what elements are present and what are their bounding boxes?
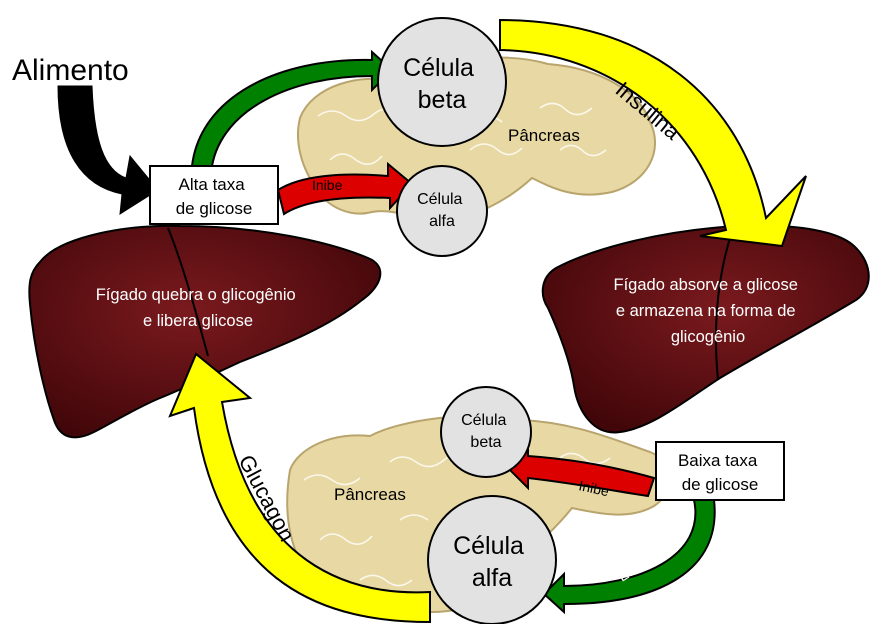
pancreas-top-label: Pâncreas bbox=[508, 126, 580, 145]
alpha-cell-top: Célula alfa bbox=[396, 165, 488, 257]
beta-cell-bottom: Célula beta bbox=[440, 386, 532, 478]
beta-cell-top: Célula beta bbox=[377, 17, 507, 147]
high-glucose-text: Alta taxa de glicose bbox=[176, 175, 253, 218]
low-glucose-text: Baixa taxa de glicose bbox=[678, 451, 762, 494]
food-label: Alimento bbox=[12, 54, 129, 87]
low-glucose-box: Baixa taxa de glicose bbox=[655, 441, 785, 501]
svg-text:Célula alfa: Célula alfa bbox=[417, 191, 467, 230]
liver-left-text: Fígado quebra o glicogênio e libera glic… bbox=[96, 286, 301, 330]
high-glucose-box: Alta taxa de glicose bbox=[149, 165, 279, 225]
liver-right: Fígado absorve a glicose e armazena na f… bbox=[541, 224, 870, 434]
svg-text:Célula alfa: Célula alfa bbox=[453, 532, 531, 592]
svg-text:Célula beta: Célula beta bbox=[461, 412, 511, 451]
stimulate-arrow-bottom: Estimula bbox=[542, 499, 716, 615]
inhibit-top-label: Inibe bbox=[312, 177, 343, 193]
liver-right-text: Fígado absorve a glicose e armazena na f… bbox=[614, 276, 803, 346]
inhibit-bottom-label: Inibe bbox=[577, 477, 610, 499]
food-arrow: Alimento bbox=[12, 54, 159, 215]
liver-left: Fígado quebra o glicogênio e libera glic… bbox=[28, 224, 382, 439]
pancreas-bottom-label: Pâncreas bbox=[334, 485, 406, 504]
alpha-cell-bottom: Célula alfa bbox=[427, 495, 557, 624]
svg-text:Célula beta: Célula beta bbox=[403, 54, 481, 114]
